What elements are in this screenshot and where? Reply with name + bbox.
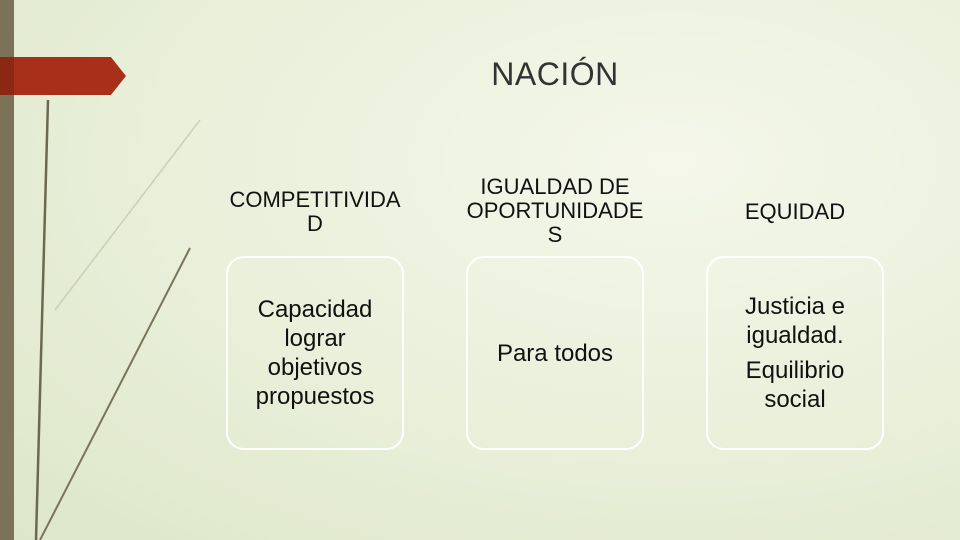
card-text-equidad-2: Equilibrio social xyxy=(746,356,845,414)
slide-title: NACIÓN xyxy=(0,56,960,93)
card-equidad: Justicia e igualdad. Equilibrio social xyxy=(706,256,884,450)
card-text-equidad-1: Justicia e igualdad. xyxy=(745,292,845,350)
card-text-igualdad: Para todos xyxy=(497,339,613,368)
heading-equidad: EQUIDAD xyxy=(700,200,890,224)
heading-igualdad: IGUALDAD DE OPORTUNIDADE S xyxy=(440,175,670,247)
card-igualdad: Para todos xyxy=(466,256,644,450)
heading-competitividad: COMPETITIVIDA D xyxy=(205,188,425,236)
card-text-competitividad: Capacidad lograr objetivos propuestos xyxy=(256,295,375,411)
card-competitividad: Capacidad lograr objetivos propuestos xyxy=(226,256,404,450)
